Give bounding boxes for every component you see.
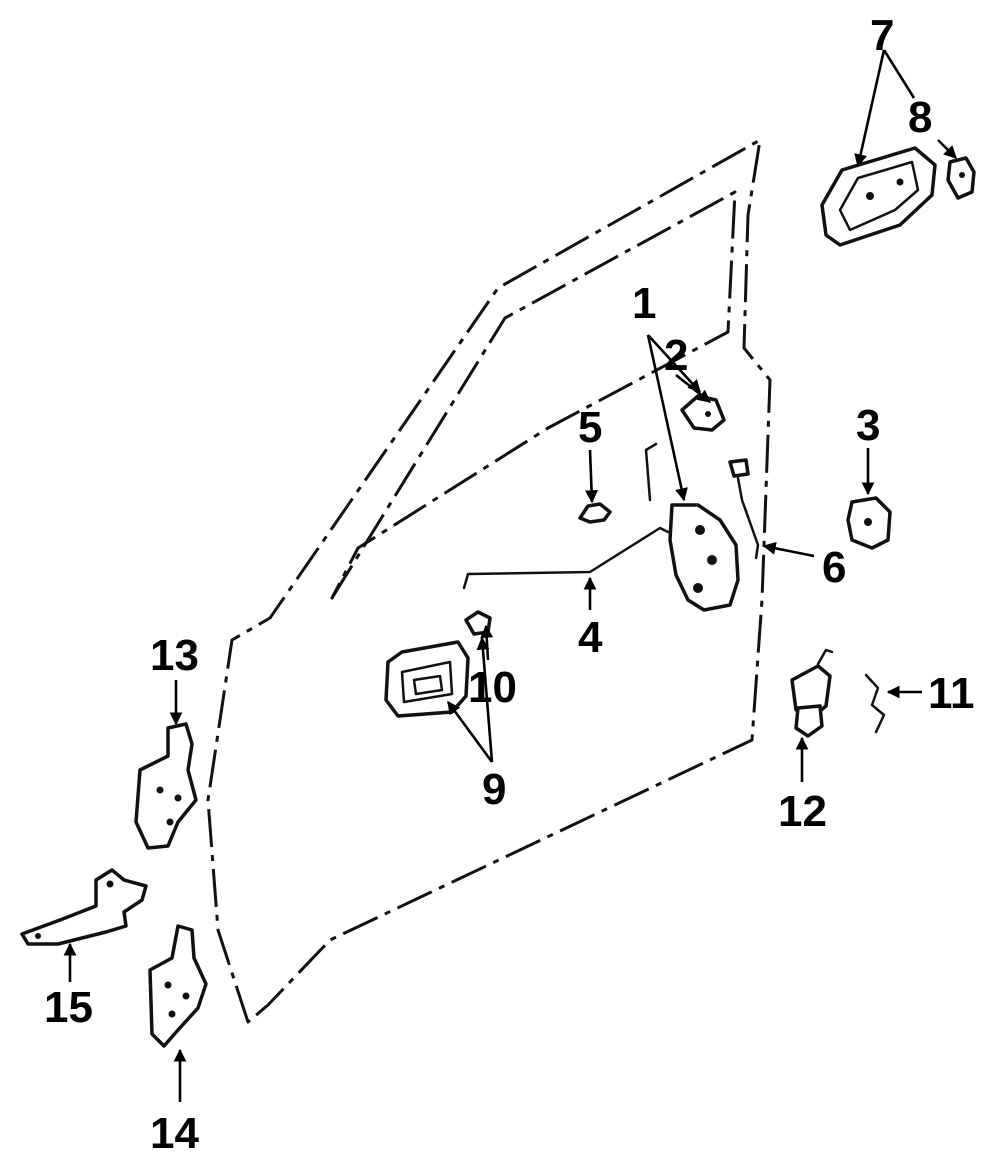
callout-10: 10 (468, 663, 517, 712)
lock-cable (728, 458, 760, 560)
callout-8: 8 (908, 93, 932, 142)
callout-14: 14 (150, 1109, 199, 1158)
outside-handle (820, 146, 937, 247)
lock-cylinder (790, 648, 834, 738)
door-check (20, 868, 148, 946)
callout-12: 12 (778, 787, 827, 836)
lock-spring (864, 673, 886, 734)
lower-hinge (148, 924, 208, 1048)
callout-4: 4 (578, 613, 603, 662)
callout-6: 6 (822, 543, 846, 592)
rod-clip (578, 502, 612, 524)
door-latch-assembly (644, 442, 740, 612)
inside-handle (384, 640, 470, 718)
callout-7: 7 (870, 11, 894, 60)
callout-2: 2 (664, 331, 688, 380)
lock-rod (462, 526, 670, 590)
callout-11: 11 (928, 669, 975, 718)
lock-clip-upper (680, 394, 726, 432)
callout-5: 5 (578, 403, 602, 452)
callout-13: 13 (150, 631, 199, 680)
callout-1: 1 (632, 279, 656, 328)
callout-3: 3 (856, 401, 880, 450)
callout-labels: 1 2 3 4 5 6 7 8 9 10 11 12 13 14 15 (44, 11, 975, 1158)
handle-clip (946, 156, 976, 200)
upper-hinge (134, 722, 198, 850)
callout-9: 9 (482, 765, 506, 814)
leader-lines (63, 49, 957, 1102)
striker (846, 496, 892, 550)
door-outline (206, 138, 772, 1024)
callout-15: 15 (44, 983, 93, 1032)
